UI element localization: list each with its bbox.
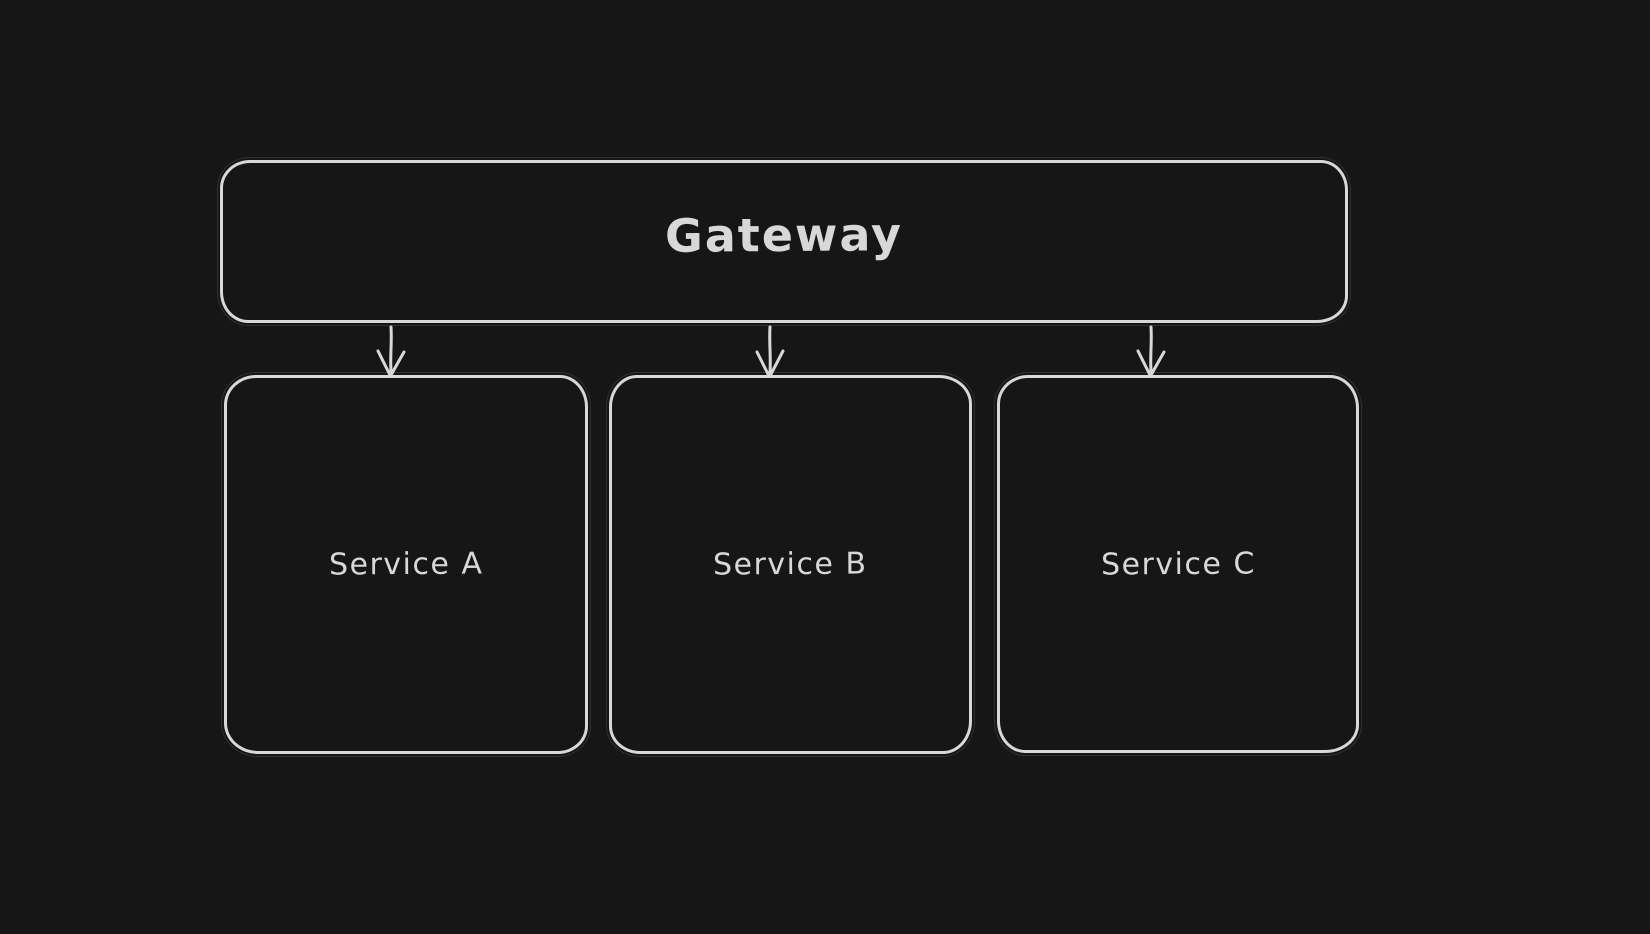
node-gateway[interactable]: Gateway — [217, 157, 1351, 326]
node-service-c[interactable]: Service C — [994, 372, 1362, 756]
arrow-gateway-to-service-c[interactable] — [1136, 325, 1166, 377]
node-service-c-label: Service C — [1100, 545, 1256, 583]
node-gateway-label: Gateway — [664, 206, 904, 263]
arrow-gateway-to-service-b[interactable] — [755, 325, 785, 378]
node-service-b[interactable]: Service B — [606, 372, 975, 757]
arrow-gateway-to-service-a[interactable] — [376, 325, 406, 377]
node-service-b-label: Service B — [713, 546, 868, 583]
node-service-a[interactable]: Service A — [221, 372, 591, 757]
node-service-a-label: Service A — [328, 546, 484, 583]
